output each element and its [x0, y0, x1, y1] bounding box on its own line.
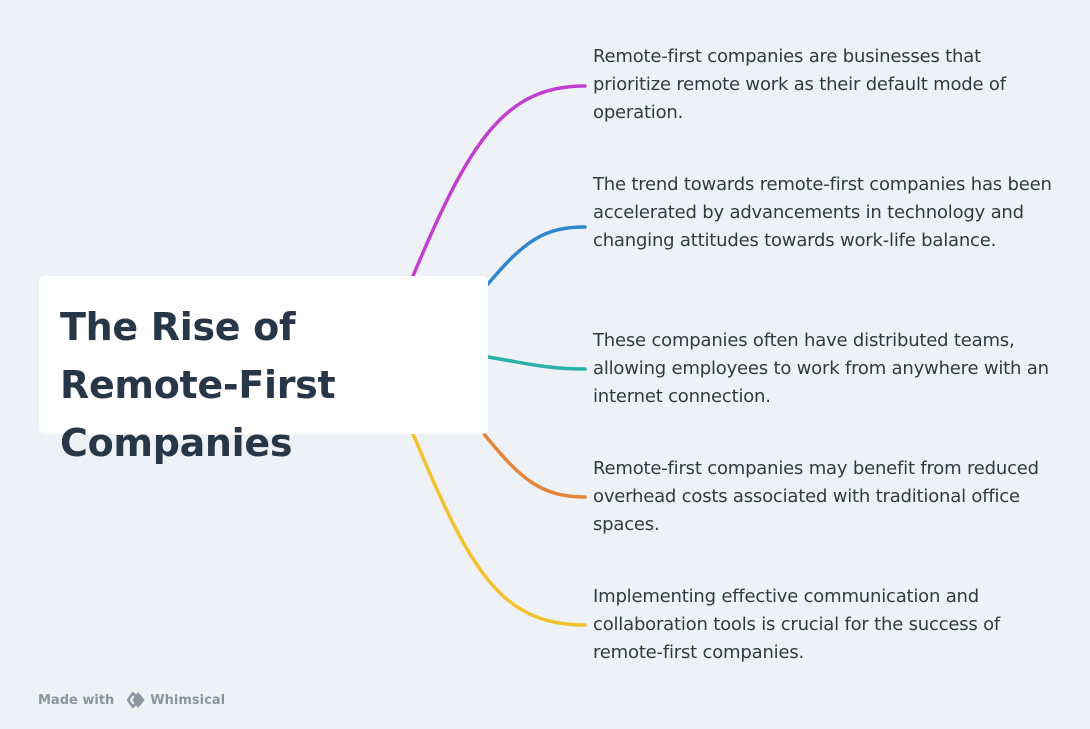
- whimsical-logo-icon: [127, 691, 145, 709]
- root-title: The Rise of Remote-First Companies: [60, 305, 336, 465]
- child-node-2[interactable]: The trend towards remote-first companies…: [593, 174, 1052, 251]
- connector-line-1: [411, 84, 587, 278]
- made-with-label: Made with: [38, 692, 115, 708]
- whimsical-badge[interactable]: Made with Whimsical: [38, 689, 225, 711]
- connector-line-4: [482, 432, 587, 499]
- connector-line-5: [411, 432, 587, 627]
- child-node-4[interactable]: Remote-first companies may benefit from …: [593, 458, 1039, 535]
- connector-line-3: [486, 355, 587, 371]
- connector-line-2: [486, 225, 587, 286]
- whimsical-brand-label: Whimsical: [150, 692, 226, 708]
- root-node[interactable]: The Rise of Remote-First Companies: [39, 276, 488, 465]
- child-node-1[interactable]: Remote-first companies are businesses th…: [593, 46, 1006, 123]
- child-node-5[interactable]: Implementing effective communication and…: [593, 586, 1001, 663]
- child-node-3[interactable]: These companies often have distributed t…: [593, 330, 1049, 407]
